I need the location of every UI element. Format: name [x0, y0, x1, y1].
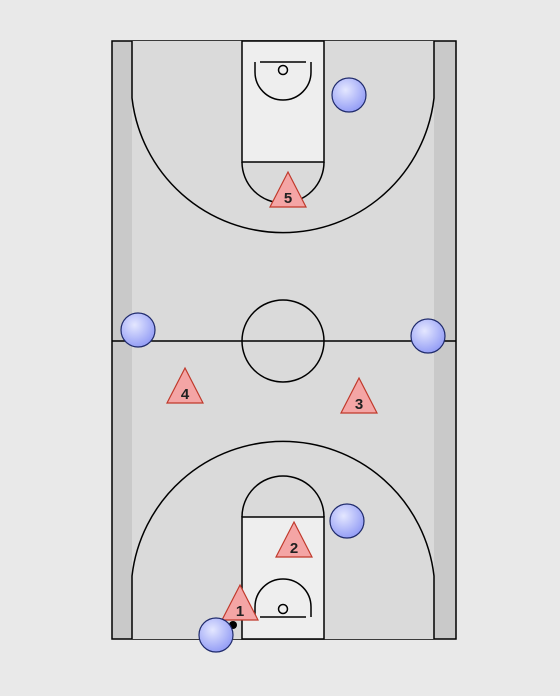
defense-player-right-wing	[410, 318, 446, 354]
top-key	[241, 40, 325, 163]
offense-player-1-label: 1	[236, 603, 244, 620]
top-three-point-line	[131, 41, 435, 234]
offense-player-4: 4	[166, 366, 204, 404]
defense-player-top	[331, 77, 367, 113]
offense-player-1: 1	[221, 583, 259, 621]
bottom-restricted-arc	[254, 578, 312, 617]
center-circle	[241, 299, 325, 383]
bottom-three-point-line	[131, 440, 435, 639]
offense-player-2-label: 2	[290, 540, 298, 557]
offense-player-5: 5	[269, 170, 307, 208]
top-basket	[277, 64, 289, 76]
top-restricted-arc	[254, 62, 312, 101]
offense-player-2: 2	[275, 520, 313, 558]
bottom-basket	[277, 603, 289, 615]
bottom-free-throw-arc	[241, 475, 325, 518]
bottom-key	[241, 516, 325, 640]
offense-player-3: 3	[340, 376, 378, 414]
offense-player-5-label: 5	[284, 190, 292, 207]
defense-player-post	[329, 503, 365, 539]
offense-player-3-label: 3	[355, 396, 363, 413]
offense-player-4-label: 4	[181, 386, 190, 403]
defense-player-guard	[198, 617, 234, 653]
defense-player-left-wing	[120, 312, 156, 348]
